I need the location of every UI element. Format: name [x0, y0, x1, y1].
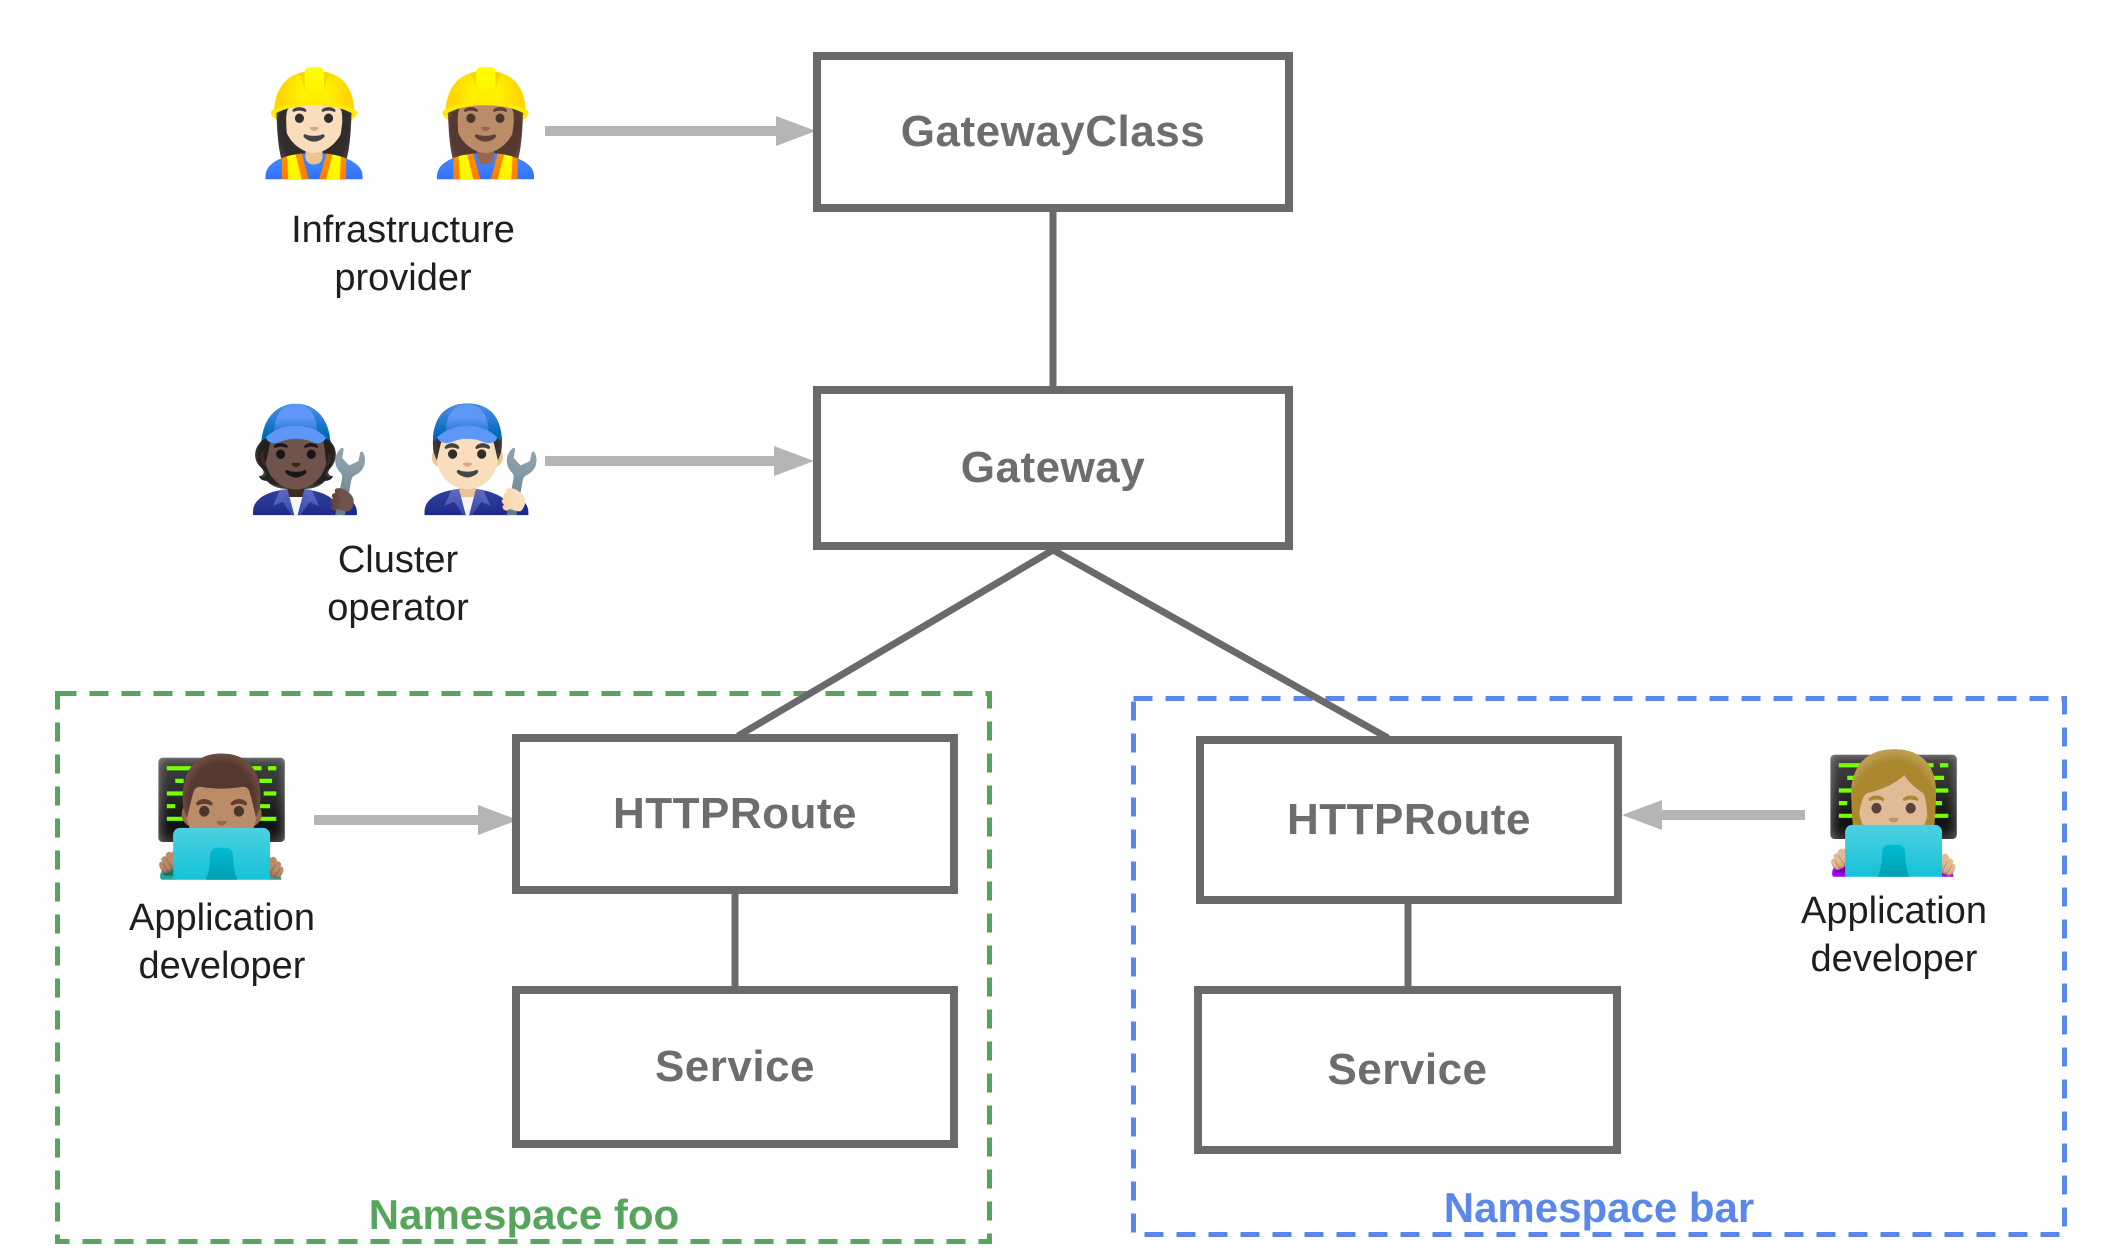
node-gateway-label: Gateway — [960, 443, 1146, 492]
mechanic-emoji: 🧑🏿‍🔧 👨🏻‍🔧 — [245, 400, 551, 519]
arrow-cluster-operator-to-gateway — [545, 446, 814, 476]
persona-app-developer-foo: 👨🏽‍💻 Application developer — [62, 748, 382, 990]
arrow-head-icon — [776, 116, 816, 146]
node-httproute-foo-label: HTTPRoute — [612, 789, 858, 838]
construction-worker-emoji: 👷🏻‍♀️ 👷🏽‍♀️ — [250, 64, 556, 183]
arrow-head-icon — [1622, 800, 1662, 830]
node-httproute-bar-label: HTTPRoute — [1286, 795, 1532, 844]
node-service-bar-label: Service — [1327, 1045, 1488, 1094]
arrow-developer-to-httproute-bar — [1622, 800, 1805, 830]
namespace-bar-boundary — [1131, 696, 2067, 1237]
namespace-foo-boundary — [55, 691, 992, 1244]
node-service-bar: Service — [1194, 986, 1621, 1154]
man-technologist-emoji: 👨🏽‍💻 — [150, 750, 294, 884]
namespace-foo-label: Namespace foo — [368, 1191, 680, 1238]
arrow-head-icon — [478, 805, 518, 835]
namespace-bar-label: Namespace bar — [1443, 1184, 1755, 1231]
connector-gateway-httproutes — [736, 545, 1390, 742]
arrow-developer-to-httproute-foo — [314, 805, 518, 835]
node-gateway: Gateway — [813, 386, 1293, 550]
arrow-infrastructure-to-gatewayclass — [545, 116, 816, 146]
node-httproute-bar: HTTPRoute — [1196, 736, 1622, 904]
node-gatewayclass: GatewayClass — [813, 52, 1293, 212]
persona-app-developer-bar: 👩🏼‍💻 Application developer — [1734, 745, 2054, 983]
persona-label-line2: developer — [138, 945, 306, 987]
persona-infrastructure-provider: 👷🏻‍♀️ 👷🏽‍♀️ Infrastructure provider — [203, 60, 603, 302]
persona-label-line1: Cluster — [337, 539, 459, 581]
persona-label-line2: operator — [327, 587, 469, 629]
persona-label-line1: Application — [129, 897, 315, 939]
node-service-foo: Service — [512, 986, 958, 1148]
node-gatewayclass-label: GatewayClass — [900, 107, 1206, 156]
persona-label-line2: provider — [334, 257, 472, 299]
persona-label-line1: Application — [1801, 890, 1987, 932]
persona-label-line2: developer — [1810, 938, 1978, 980]
node-httproute-foo: HTTPRoute — [512, 734, 958, 894]
woman-technologist-emoji: 👩🏼‍💻 — [1822, 747, 1966, 881]
persona-label-line1: Infrastructure — [291, 209, 515, 251]
node-service-foo-label: Service — [654, 1042, 816, 1091]
arrow-head-icon — [774, 446, 814, 476]
persona-cluster-operator: 🧑🏿‍🔧 👨🏻‍🔧 Cluster operator — [198, 396, 598, 632]
